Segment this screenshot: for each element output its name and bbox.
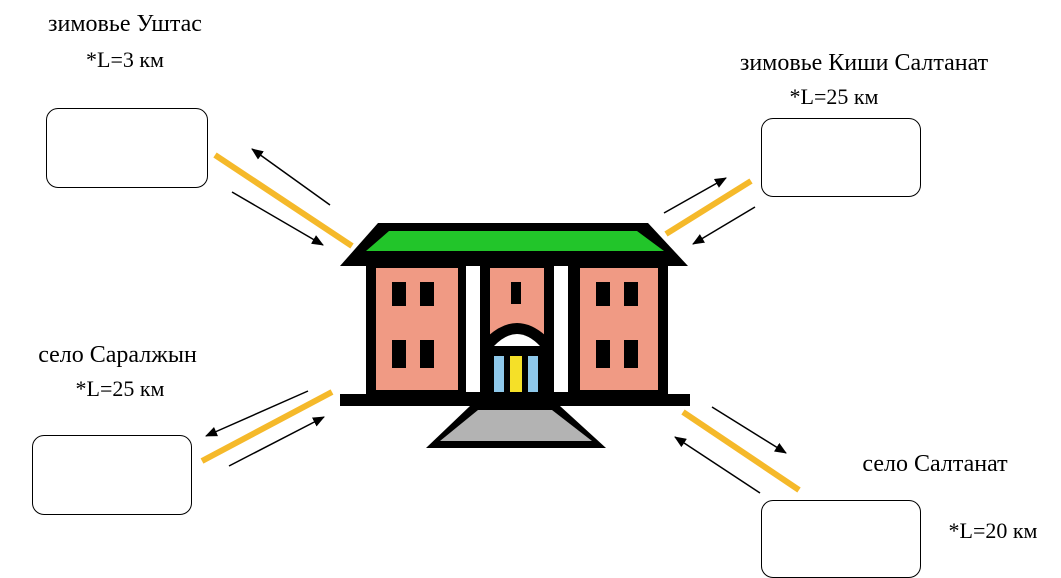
arrow-to-ushtas <box>251 148 331 206</box>
label-saralzhyn: село Саралжын <box>38 342 197 368</box>
box-saralzhyn <box>32 435 192 515</box>
road-bottom-right <box>681 409 801 493</box>
arrow-from-kishi-saltanat <box>692 206 756 245</box>
box-saltanat <box>761 500 921 578</box>
arrow-from-saralzhyn <box>228 416 325 467</box>
box-ushtas <box>46 108 208 188</box>
box-kishi-saltanat <box>761 118 921 197</box>
label-saltanat: село Салтанат <box>862 451 1008 477</box>
arrow-to-kishi-saltanat <box>663 177 727 214</box>
distance-saralzhyn: *L=25 км <box>75 376 165 401</box>
road-bottom-left <box>200 389 334 464</box>
road-top-left <box>213 152 354 249</box>
arrow-from-ushtas <box>231 191 324 246</box>
arrow-to-saltanat <box>711 406 787 454</box>
label-ushtas: зимовье Уштас <box>48 11 202 37</box>
school-building-icon <box>340 223 690 448</box>
arrow-to-saralzhyn <box>205 390 309 437</box>
distance-ushtas: *L=3 км <box>86 47 164 72</box>
distance-saltanat: *L=20 км <box>948 518 1038 543</box>
distance-kishi-saltanat: *L=25 км <box>789 84 879 109</box>
road-top-right <box>664 178 753 237</box>
arrow-from-saltanat <box>674 436 761 494</box>
label-kishi-saltanat: зимовье Киши Салтанат <box>739 50 989 76</box>
